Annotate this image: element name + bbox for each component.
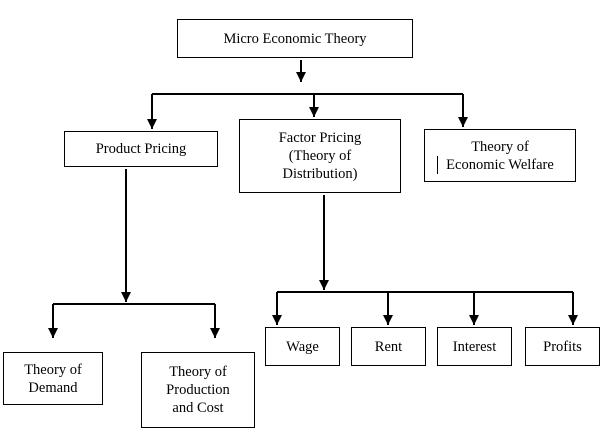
text-cursor xyxy=(437,156,438,174)
node-rent: Rent xyxy=(351,327,426,366)
node-label: Profits xyxy=(543,338,582,355)
node-label: Theory of Production and Cost xyxy=(166,364,230,416)
node-theory-of-economic-welfare: Theory of Economic Welfare xyxy=(424,129,576,182)
node-label: Product Pricing xyxy=(95,141,187,157)
node-label: Micro Economic Theory xyxy=(223,30,367,47)
node-label: Rent xyxy=(374,338,403,355)
node-theory-of-production-and-cost: Theory of Production and Cost xyxy=(141,352,255,428)
node-wage: Wage xyxy=(265,327,340,366)
node-label: Factor Pricing (Theory of Distribution) xyxy=(278,130,362,182)
node-label: Theory of Economic Welfare xyxy=(446,138,554,173)
node-product-pricing: Product Pricing xyxy=(64,131,218,167)
node-label: Interest xyxy=(452,338,497,355)
node-label: Theory of Demand xyxy=(24,361,82,396)
node-label: Wage xyxy=(286,338,319,355)
node-micro-economic-theory: Micro Economic Theory xyxy=(177,19,413,58)
node-theory-of-demand: Theory of Demand xyxy=(3,352,103,405)
node-factor-pricing: Factor Pricing (Theory of Distribution) xyxy=(239,119,401,193)
node-interest: Interest xyxy=(437,327,512,366)
node-profits: Profits xyxy=(525,327,600,366)
